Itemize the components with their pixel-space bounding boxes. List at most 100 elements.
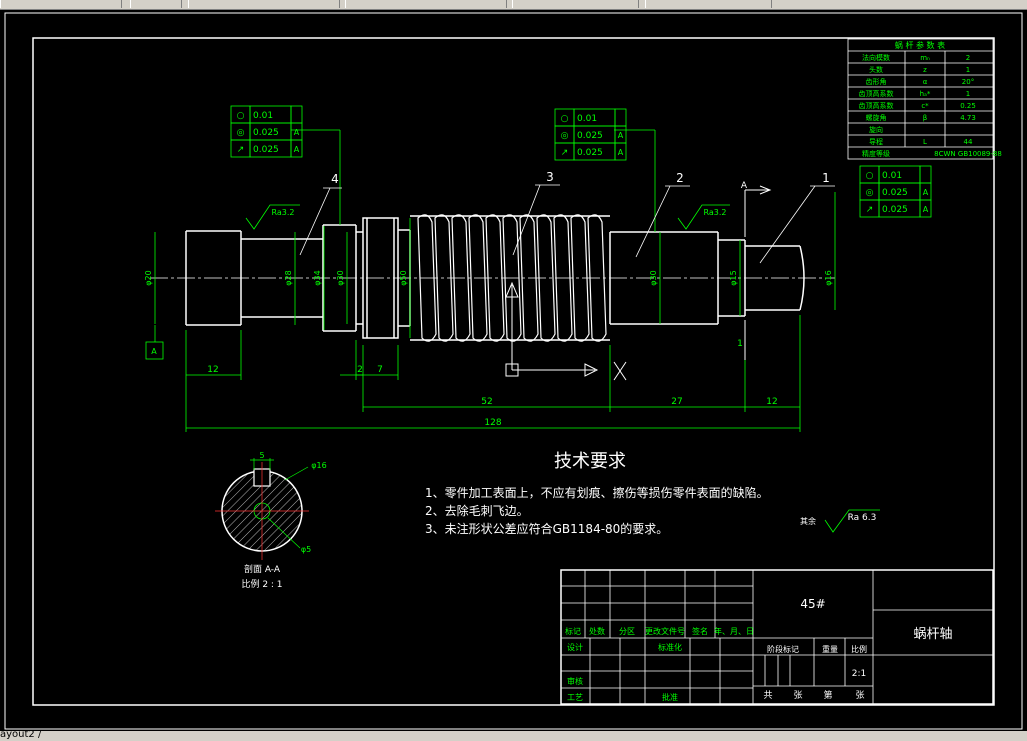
- param-value: 1: [966, 66, 970, 74]
- worm-tooth: [587, 214, 607, 342]
- datum-label: A: [151, 347, 157, 356]
- param-value: 1: [966, 90, 970, 98]
- inner-border: [32, 37, 995, 706]
- param-name: 头数: [869, 65, 883, 74]
- dia-worm: φ50: [399, 270, 408, 285]
- design-label: 设计: [567, 642, 583, 652]
- worm-teeth: [417, 214, 607, 342]
- section-view-aa: [215, 458, 309, 560]
- title-block-text: 45#蜗杆轴标记处数分区更改文件号签名年、月、日设计标准化审核工艺批准阶段标记重…: [565, 597, 953, 702]
- tolerance-datum: A: [618, 148, 624, 157]
- part-title: 蜗杆轴: [913, 626, 952, 642]
- section-label: 剖面 A-A: [244, 563, 281, 575]
- worm-tooth: [519, 214, 539, 342]
- tolerance-value: 0.025: [882, 188, 908, 198]
- tech-note: 3、未注形状公差应符合GB1184-80的要求。: [425, 521, 668, 536]
- toolbar-segment[interactable]: [188, 0, 340, 8]
- tolerance-row: [230, 139, 303, 158]
- param-value: 44: [964, 138, 973, 146]
- section-dia-inner: φ5: [301, 545, 311, 554]
- review-label: 审核: [567, 676, 583, 686]
- tolerance-value: 0.01: [253, 111, 273, 121]
- weight-label: 重量: [822, 644, 838, 654]
- param-name: 螺旋角: [866, 113, 887, 122]
- material-label: 45#: [800, 597, 825, 611]
- param-symbol: β: [923, 114, 927, 122]
- section-key-width: 5: [259, 451, 264, 460]
- param-name: 法向模数: [862, 53, 890, 62]
- param-value: 4.73: [960, 114, 976, 122]
- part-balloon-leaders: [299, 184, 835, 264]
- tech-title: 技术要求: [554, 451, 626, 472]
- dim-12: 12: [207, 365, 218, 375]
- sheet-label: 张: [855, 690, 864, 701]
- dia-right-end: φ16: [824, 270, 833, 285]
- tolerance-datum: A: [294, 128, 300, 137]
- param-symbol: mₙ: [920, 54, 930, 62]
- tolerance-datum: A: [618, 131, 624, 140]
- toolbar-segment[interactable]: [512, 0, 639, 8]
- param-symbol: α: [923, 78, 928, 86]
- toolbar-segment[interactable]: [0, 0, 122, 8]
- worm-tooth: [536, 214, 556, 342]
- section-arrow-label: A: [741, 181, 748, 191]
- param-value: 20°: [962, 78, 974, 86]
- tolerance-datum: A: [923, 205, 929, 214]
- dim-2: 2: [357, 365, 363, 375]
- title-block-header: 分区: [619, 627, 635, 636]
- part-balloon-1: 1: [822, 171, 830, 185]
- roughness-rest-value: Ra 6.3: [848, 513, 877, 523]
- params-header: 蜗 杆 参 数 表: [895, 40, 945, 50]
- process-label: 工艺: [567, 693, 583, 702]
- tech-note: 1、零件加工表面上，不应有划痕、擦伤等损伤零件表面的缺陷。: [425, 485, 769, 500]
- tolerance-symbol: ◎: [561, 131, 569, 141]
- title-block-header: 年、月、日: [714, 626, 754, 636]
- tolerance-value: 0.025: [577, 131, 603, 141]
- tolerance-symbol: ↗: [237, 145, 245, 155]
- param-value: 0.25: [960, 102, 976, 110]
- worm-tooth: [434, 214, 454, 342]
- title-block-header: 处数: [589, 626, 605, 636]
- technical-requirements: 技术要求1、零件加工表面上，不应有划痕、擦伤等损伤零件表面的缺陷。2、去除毛刺飞…: [425, 451, 769, 536]
- dim-27: 27: [671, 397, 682, 407]
- layout-tab-bar[interactable]: ayout2 /: [0, 729, 1027, 741]
- tolerance-symbol: ○: [561, 114, 569, 124]
- dimension-lines: [145, 218, 836, 432]
- layout-tab-label[interactable]: ayout2 /: [0, 729, 42, 740]
- tolerance-symbol: ○: [866, 171, 874, 181]
- tolerance-row: [859, 199, 932, 218]
- scale-value: 2:1: [852, 669, 866, 679]
- tolerance-symbol: ◎: [237, 128, 245, 138]
- param-value: 2: [966, 54, 970, 62]
- param-name: 导程: [869, 137, 883, 146]
- roughness-rest-label: 其余: [800, 516, 816, 526]
- tolerance-symbol: ↗: [561, 148, 569, 158]
- worm-tooth: [553, 214, 573, 342]
- stage-mark-label: 阶段标记: [767, 644, 799, 654]
- param-name: 齿顶高系数: [859, 101, 894, 110]
- toolbar-segment[interactable]: [345, 0, 507, 8]
- ucs-icon: [505, 185, 772, 381]
- toolbar-segment[interactable]: [130, 0, 182, 8]
- tolerance-symbol: ↗: [866, 205, 874, 215]
- param-name: 旋向: [869, 125, 883, 134]
- worm-tooth: [468, 214, 488, 342]
- toolbar-segment[interactable]: [645, 0, 772, 8]
- tolerance-value: 0.01: [882, 171, 902, 181]
- dia-right-journal: φ15: [729, 270, 738, 285]
- param-value: 8CWN GB10089-88: [934, 150, 1002, 158]
- tolerance-leaders: [291, 129, 836, 246]
- tolerance-value: 0.025: [577, 148, 603, 158]
- param-symbol: L: [923, 138, 927, 146]
- worm-tooth: [417, 214, 437, 342]
- tolerance-value: 0.025: [253, 145, 279, 155]
- dim-52: 52: [481, 397, 492, 407]
- window-toolbar: [0, 0, 1027, 10]
- dia-shoulder: φ34: [313, 270, 322, 285]
- tolerance-value: 0.025: [253, 128, 279, 138]
- param-name: 齿顶高系数: [859, 89, 894, 98]
- part-balloon-3: 3: [546, 170, 554, 184]
- part-balloon-4: 4: [331, 172, 339, 186]
